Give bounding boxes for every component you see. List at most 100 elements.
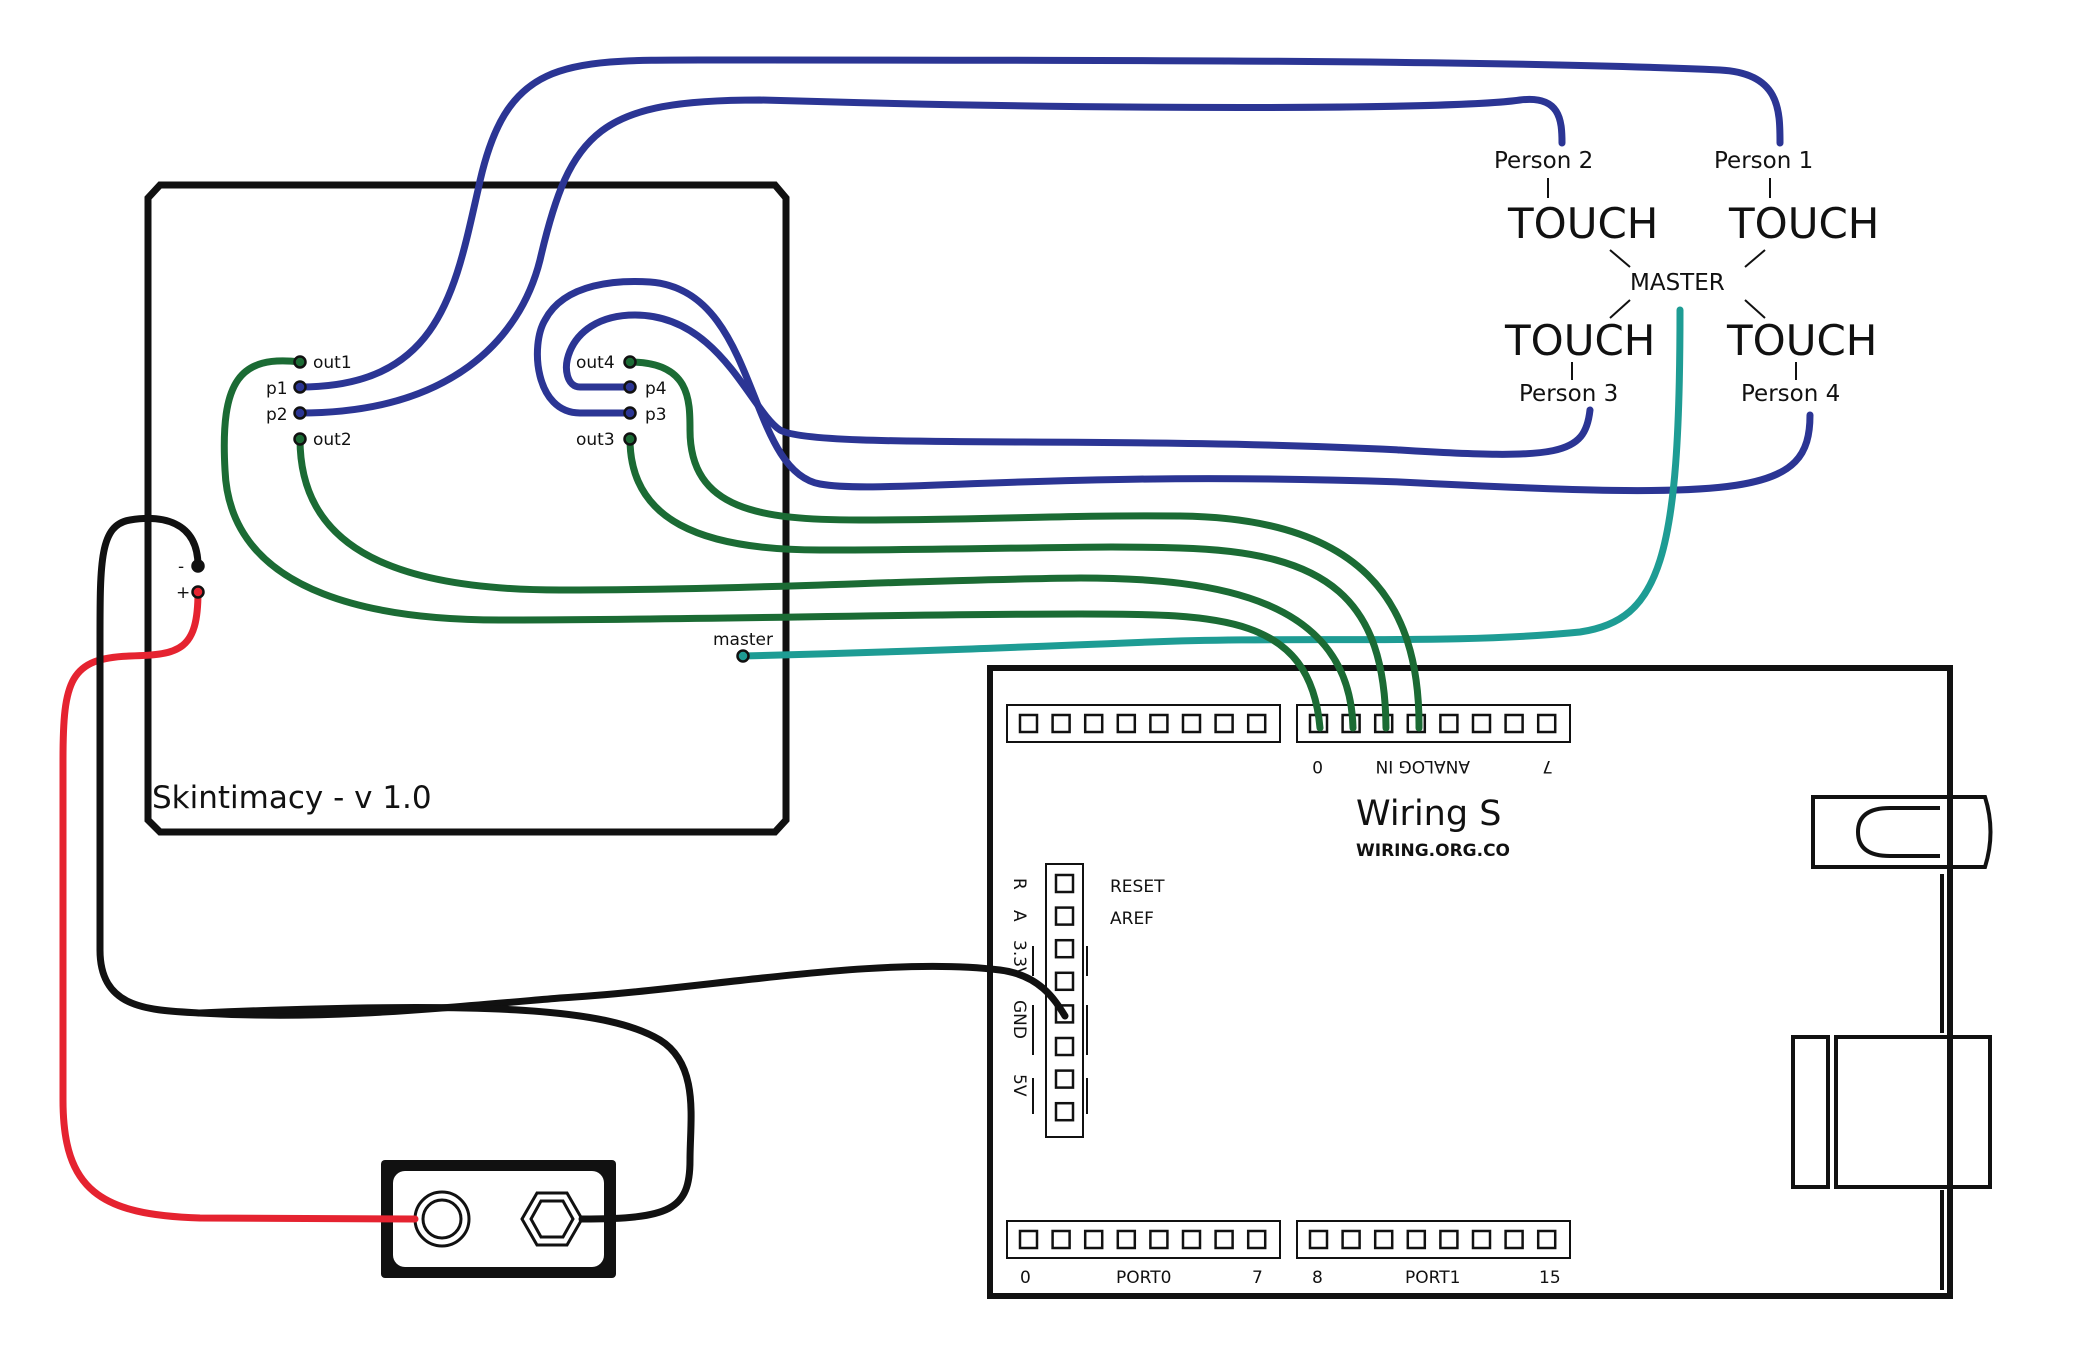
port0-pin [1246, 1229, 1267, 1250]
wire-p4-person3 [563, 311, 1594, 458]
power-pin [1054, 971, 1075, 992]
aref-label: AREF [1110, 909, 1154, 929]
wire-out1-analog0 [220, 357, 1324, 732]
pin-p2 [293, 406, 307, 420]
label-master: MASTER [1630, 270, 1725, 296]
port0-pin [1181, 1229, 1202, 1250]
touch-person1: TOUCH [1728, 199, 1879, 248]
port1-pin [1341, 1229, 1361, 1250]
header-analog-in [1296, 704, 1571, 743]
header-top-left [1006, 704, 1281, 743]
power-pin [1054, 938, 1075, 959]
wire-red-positive [59, 588, 419, 1223]
wire-p1-person1 [296, 56, 1784, 391]
side-a-label: A [1009, 910, 1029, 922]
skintimacy-board-outline [144, 181, 790, 836]
port0-end-label: 7 [1252, 1268, 1263, 1288]
power-jack [1791, 1035, 1992, 1189]
touch-person4: TOUCH [1726, 316, 1877, 365]
port0-pin [1083, 1229, 1104, 1250]
port1-pin [1471, 1229, 1492, 1250]
pin-plus [191, 585, 205, 599]
wire-black-negative [96, 514, 1069, 1020]
wire-out4-analog3 [626, 358, 1423, 732]
wiring-s-board-outline [987, 665, 1953, 1299]
label-p2: p2 [266, 405, 288, 425]
label-p3: p3 [645, 405, 667, 425]
port0-label: PORT0 [1116, 1268, 1171, 1288]
touch-diagram: Person 2 Person 1 TOUCH TOUCH MASTER TOU… [1494, 148, 1879, 407]
header-port1 [1296, 1220, 1571, 1259]
label-out2: out2 [313, 430, 352, 450]
wire-p2-person2 [296, 95, 1566, 417]
port1-pin [1406, 1229, 1427, 1250]
touch-person3: TOUCH [1504, 316, 1655, 365]
port1-pin [1504, 1229, 1524, 1250]
header-pin [1051, 713, 1071, 734]
reset-label: RESET [1110, 877, 1165, 897]
pin-p3 [623, 406, 637, 420]
port1-pin [1536, 1229, 1557, 1250]
header-pin [1018, 713, 1039, 734]
power-pin [1054, 906, 1075, 926]
label-out1: out1 [313, 353, 352, 373]
skintimacy-title: Skintimacy - v 1.0 [152, 780, 432, 816]
power-pin [1054, 873, 1075, 894]
port1-pin [1439, 1229, 1459, 1250]
power-header-markers [1032, 946, 1088, 1114]
battery-round-terminal-inner [421, 1198, 463, 1240]
pin-p4 [623, 380, 637, 394]
power-pin [1054, 1069, 1075, 1089]
wire-out3-analog2 [626, 435, 1390, 732]
analog-end-label: 7 [1542, 756, 1553, 776]
label-person4: Person 4 [1741, 381, 1840, 407]
pin-out2 [293, 432, 307, 446]
port0-pin [1018, 1229, 1039, 1250]
analog-pin [1471, 713, 1492, 734]
header-pin [1214, 713, 1234, 734]
port0-pin [1116, 1229, 1137, 1250]
v5-label: 5V [1009, 1074, 1029, 1097]
v33-label: 3.3V [1009, 940, 1029, 979]
port0-pin [1149, 1229, 1169, 1250]
header-pin [1246, 713, 1267, 734]
board-name: Wiring S [1356, 794, 1501, 834]
power-pin [1054, 1036, 1075, 1057]
pin-out1 [293, 355, 307, 369]
port1-end-label: 15 [1539, 1268, 1561, 1288]
analog-in-label: ANALOG IN [1375, 756, 1470, 776]
label-out4: out4 [576, 353, 615, 373]
header-pin [1083, 713, 1104, 734]
pin-out4 [623, 355, 637, 369]
label-minus: - [178, 557, 184, 577]
header-port0 [1006, 1220, 1281, 1259]
label-master-pin: master [713, 630, 773, 650]
skintimacy-pins [191, 355, 750, 663]
wire-black-battery [196, 1003, 695, 1223]
header-pin [1116, 713, 1137, 734]
gnd-label: GND [1009, 1000, 1029, 1039]
analog-start-label: 0 [1312, 756, 1323, 776]
label-person2: Person 2 [1494, 148, 1593, 174]
wire-out2-analog1 [296, 435, 1357, 732]
port0-pin [1051, 1229, 1071, 1250]
pin-minus [191, 559, 205, 573]
pin-master [736, 649, 750, 663]
battery-hex-terminal-inner [529, 1199, 575, 1239]
analog-pin [1439, 713, 1459, 734]
port1-label: PORT1 [1405, 1268, 1460, 1288]
wire-p3-person4 [533, 277, 1814, 495]
port0-pin [1214, 1229, 1234, 1250]
header-power [1045, 863, 1084, 1138]
header-pin [1181, 713, 1202, 734]
power-pin [1054, 1101, 1075, 1122]
pin-out3 [623, 432, 637, 446]
side-r-label: R [1009, 878, 1029, 890]
port0-start-label: 0 [1020, 1268, 1031, 1288]
header-pin [1149, 713, 1169, 734]
label-person3: Person 3 [1519, 381, 1618, 407]
label-person1: Person 1 [1714, 148, 1813, 174]
port1-pin [1373, 1229, 1394, 1250]
port1-start-label: 8 [1312, 1268, 1323, 1288]
